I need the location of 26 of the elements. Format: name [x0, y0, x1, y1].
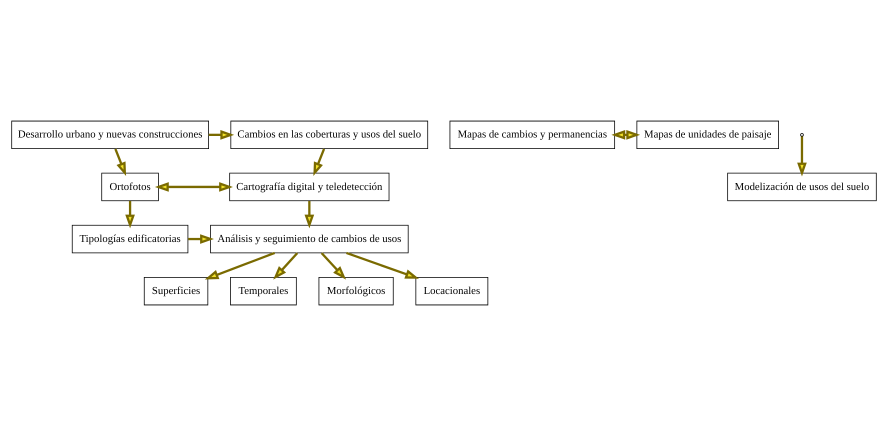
node-box: Temporales: [230, 276, 297, 306]
node-box: Ortofotos: [101, 172, 159, 202]
arrow: [320, 252, 346, 280]
node-box: Análisis y seguimiento de cambios de usos: [210, 224, 409, 254]
node-box: Tipologías edificatorias: [72, 224, 188, 254]
node-box: Superficies: [144, 276, 208, 306]
arrow: [313, 148, 326, 176]
arrow: [611, 130, 640, 140]
arrow: [204, 252, 276, 280]
arrow: [188, 234, 214, 244]
arrow: [114, 148, 126, 176]
node-box: Modelización de usos del suelo: [727, 172, 877, 202]
node-box: Mapas de unidades de paisaje: [636, 120, 779, 150]
node-box: Morfológicos: [318, 276, 394, 306]
arrow: [208, 130, 234, 140]
node-box: Desarrollo urbano y nuevas construcciones: [11, 120, 209, 150]
node-box: Cambios en las coberturas y usos del suelo: [230, 120, 428, 150]
arrow: [125, 201, 135, 228]
arrow: [273, 252, 298, 280]
node-box: Mapas de cambios y permanencias: [450, 120, 616, 150]
arrow: [304, 201, 314, 228]
arrow: [797, 136, 807, 176]
arrow: [154, 182, 233, 192]
node-box: Locacionales: [415, 276, 488, 306]
arrow: [346, 252, 419, 279]
node-box: Cartografía digital y teledetección: [229, 172, 390, 202]
